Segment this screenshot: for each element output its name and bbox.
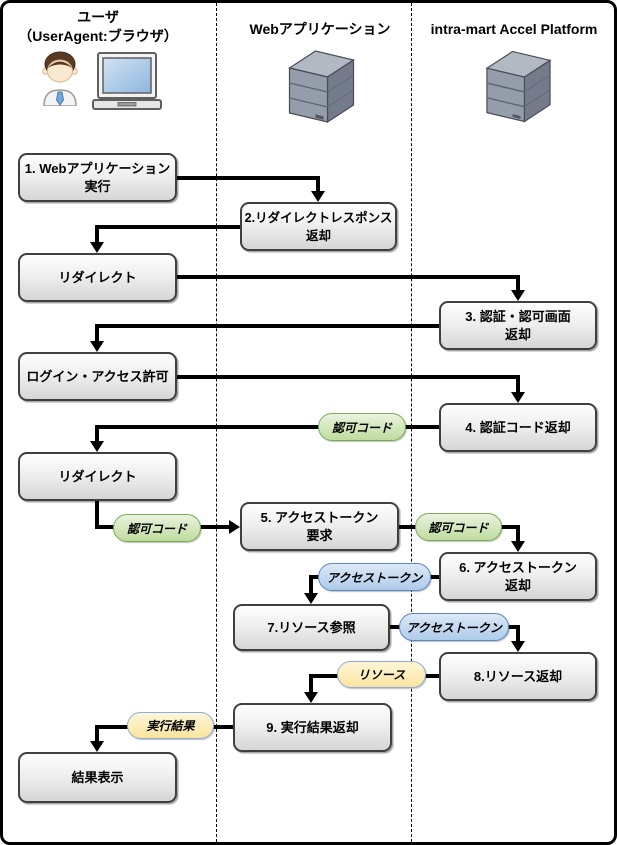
pill-resource: リソース (337, 661, 426, 688)
node-redirect-2: リダイレクト (18, 452, 177, 501)
pill-exec-result: 実行結果 (127, 712, 214, 739)
lane-header-webapp: Webアプリケーション (249, 21, 391, 37)
lane-header-user: ユーザ （UserAgent:ブラウザ） (18, 9, 178, 44)
lane-divider (411, 3, 412, 842)
arrow-segment (95, 725, 99, 744)
node-access-token-return: 6. アクセストークン 返却 (439, 552, 597, 601)
server-icon (288, 50, 355, 123)
arrowhead (304, 593, 318, 604)
arrowhead (90, 441, 104, 452)
node-login-access-allow: ログイン・アクセス許可 (18, 352, 177, 401)
arrowhead (229, 520, 240, 534)
arrowhead (311, 191, 325, 202)
arrowhead (511, 541, 525, 552)
node-access-token-request: 5. アクセストークン 要求 (240, 502, 399, 551)
pill-auth-code-2: 認可コード (113, 514, 201, 542)
arrow-segment (516, 525, 520, 543)
arrow-segment (95, 499, 99, 529)
node-redirect-response: 2.リダイレクトレスポンス 返却 (240, 202, 397, 251)
pill-auth-code-1: 認可コード (318, 413, 406, 441)
node-redirect-1: リダイレクト (18, 253, 177, 302)
arrowhead (511, 641, 525, 652)
node-auth-screen-return: 3. 認証・認可画面 返却 (439, 301, 597, 350)
arrow-segment (177, 375, 520, 379)
arrowhead (90, 741, 104, 752)
node-resource-ref: 7.リソース参照 (233, 604, 390, 651)
arrow-segment (95, 324, 99, 343)
arrow-segment (516, 375, 520, 393)
arrow-segment (309, 575, 313, 595)
arrow-segment (516, 625, 520, 643)
arrow-segment (95, 225, 99, 244)
person-icon (42, 51, 78, 106)
node-result-display: 結果表示 (18, 752, 177, 803)
arrow-segment (95, 425, 441, 429)
pill-auth-code-3: 認可コード (415, 513, 502, 541)
pill-access-token-2: アクセストークン (399, 613, 509, 641)
lane-header-intramart: intra-mart Accel Platform (430, 21, 598, 37)
arrow-segment (516, 275, 520, 292)
arrow-segment (95, 425, 99, 444)
node-webapp-exec: 1. Webアプリケーション 実行 (18, 153, 177, 202)
arrow-segment (95, 324, 441, 328)
server-icon (485, 50, 552, 123)
pill-access-token-1: アクセストークン (318, 563, 431, 591)
arrowhead (90, 341, 104, 352)
arrow-segment (316, 176, 320, 193)
node-resource-return: 8.リソース返却 (439, 652, 597, 701)
arrow-segment (309, 674, 313, 694)
node-auth-code-return: 4. 認証コード返却 (439, 403, 597, 452)
arrow-segment (177, 275, 520, 279)
arrow-segment (95, 225, 242, 229)
laptop-icon (92, 52, 162, 110)
lane-divider (216, 3, 217, 842)
arrow-segment (177, 176, 320, 180)
node-exec-result-return: 9. 実行結果返却 (233, 703, 392, 752)
arrowhead (511, 392, 525, 403)
arrowhead (90, 242, 104, 253)
arrowhead (511, 290, 525, 301)
arrowhead (304, 692, 318, 703)
